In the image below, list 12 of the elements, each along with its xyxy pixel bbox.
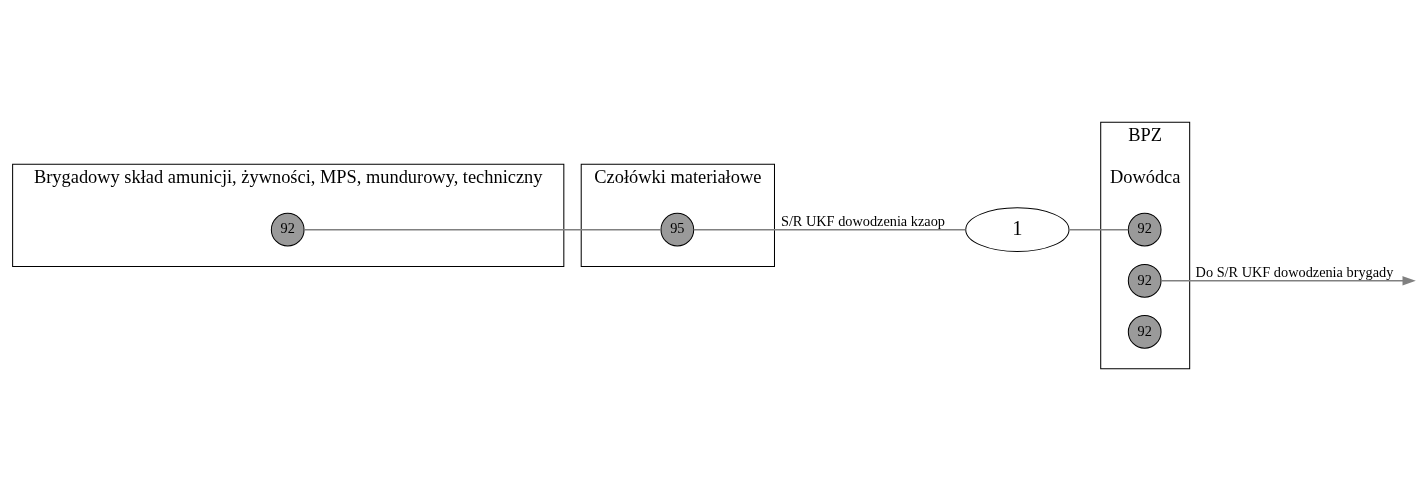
connector (1068, 228, 1129, 230)
node-ellipse: 1 (965, 206, 1070, 252)
connector (693, 228, 967, 230)
node-circle: 92 (1127, 314, 1162, 349)
node-circle: 95 (660, 212, 695, 246)
node-circle: 92 (1127, 263, 1162, 298)
edge-label: Do S/R UKF dowodzenia brygady (1195, 263, 1394, 280)
edge-label: S/R UKF dowodzenia kzaop (780, 212, 945, 229)
node-circle: 92 (1127, 212, 1162, 246)
connector (303, 228, 662, 230)
arrow (1160, 275, 1416, 285)
node-circle: 92 (270, 212, 305, 246)
